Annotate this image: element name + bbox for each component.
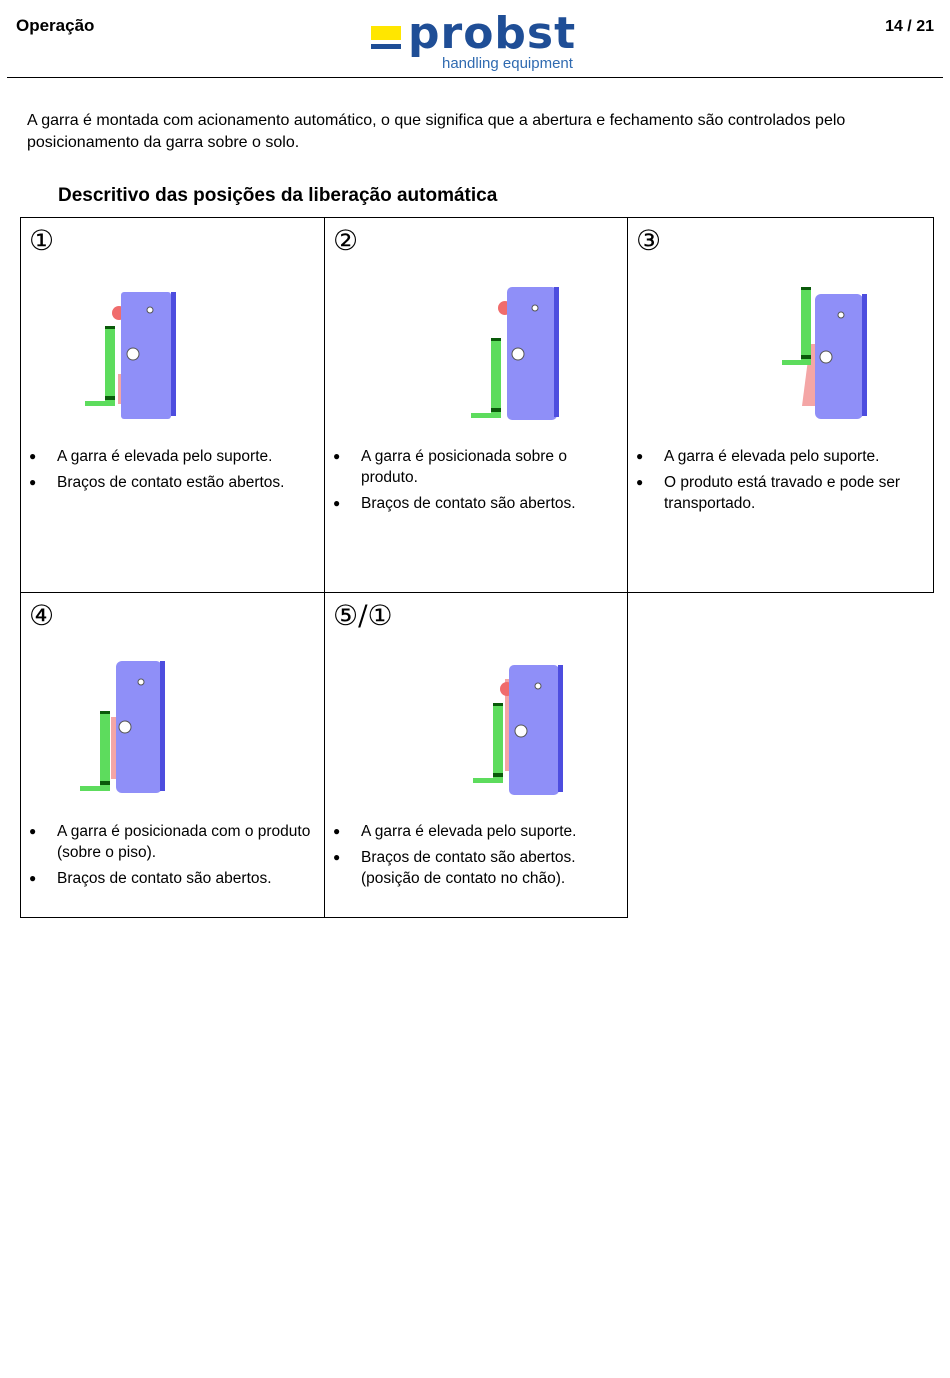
gripper-edge — [558, 665, 563, 792]
contact-arm-foot — [471, 413, 501, 418]
gripper-edge — [160, 661, 165, 791]
gripper-edge — [862, 294, 867, 416]
gripper-diagram-4 — [80, 661, 165, 793]
bullet-item: A garra é elevada pelo suporte. — [331, 821, 616, 842]
contact-arm-foot — [473, 778, 503, 783]
step-number: ① — [29, 224, 55, 257]
contact-arm-foot — [85, 401, 115, 406]
contact-arm-vertical — [105, 326, 115, 402]
step-bullets: A garra é elevada pelo suporte. O produt… — [634, 446, 919, 519]
step-number: ② — [333, 224, 359, 257]
gripper-body — [121, 292, 171, 419]
step-bullets: A garra é posicionada com o produto (sob… — [27, 821, 312, 894]
gripper-body — [509, 665, 559, 795]
contact-arm-foot — [782, 360, 811, 365]
contact-arm-vertical — [100, 711, 110, 787]
contact-arm-joint — [493, 703, 503, 706]
pivot-large — [118, 720, 132, 734]
bullet-item: A garra é posicionada com o produto (sob… — [27, 821, 312, 863]
bullet-item: Braços de contato são abertos. — [331, 493, 616, 514]
contact-arm-foot — [80, 786, 110, 791]
step-cell-3: ③ A garra é elevada pelo suporte. O prod… — [627, 217, 934, 593]
page-number: 14 / 21 — [885, 18, 934, 35]
gripper-body — [507, 287, 557, 420]
gripper-edge — [554, 287, 559, 417]
bullet-item: A garra é posicionada sobre o produto. — [331, 446, 616, 488]
section-title: Operação — [16, 16, 95, 35]
contact-arm-vertical — [493, 703, 503, 779]
gripper-diagram-3 — [782, 287, 867, 419]
pivot-small — [534, 682, 542, 690]
contact-arm-joint — [493, 773, 503, 777]
pivot-small — [137, 678, 145, 686]
contact-arm-joint — [801, 287, 811, 290]
gripper-edge — [171, 292, 176, 416]
step-cell-4: ④ A garra é posicionada com o produto (s… — [20, 592, 325, 918]
contact-arm-joint — [100, 781, 110, 785]
header-divider — [7, 77, 943, 78]
pivot-large — [126, 347, 140, 361]
logo-yellow-bar — [371, 26, 401, 40]
gripper-body — [116, 661, 162, 793]
step-number: ⑤/① — [333, 599, 393, 632]
pivot-large — [511, 347, 525, 361]
bullet-item: A garra é elevada pelo suporte. — [634, 446, 919, 467]
step-bullets: A garra é elevada pelo suporte. Braços d… — [27, 446, 312, 498]
contact-arm-joint — [801, 355, 811, 359]
pivot-large — [514, 724, 528, 738]
step-cell-1: ① A garra é elevada pelo suporte. Braços… — [20, 217, 325, 593]
contact-arm-joint — [105, 326, 115, 329]
bullet-item: Braços de contato são abertos. (posição … — [331, 847, 616, 889]
gripper-diagram-5 — [473, 665, 563, 795]
step-cell-5: ⑤/① A garra é elevada pelo suporte. Braç… — [324, 592, 628, 918]
contact-arm-joint — [105, 396, 115, 400]
pivot-large — [819, 350, 833, 364]
logo-blue-bar — [371, 44, 401, 49]
intro-paragraph: A garra é montada com acionamento automá… — [27, 112, 846, 151]
contact-arm-vertical — [801, 287, 811, 361]
step-bullets: A garra é elevada pelo suporte. Braços d… — [331, 821, 616, 894]
pivot-small — [531, 304, 539, 312]
step-cell-2: ② A garra é posicionada sobre o produto.… — [324, 217, 628, 593]
section-heading: Descritivo das posições da liberação aut… — [58, 185, 498, 206]
pivot-small — [837, 311, 845, 319]
step-number: ③ — [636, 224, 662, 257]
probst-logo: probst handling equipment — [368, 8, 588, 76]
contact-arm-joint — [491, 338, 501, 341]
bullet-item: Braços de contato são abertos. — [27, 868, 312, 889]
contact-arm-joint — [100, 711, 110, 714]
logo-wordmark: probst — [408, 8, 577, 59]
step-bullets: A garra é posicionada sobre o produto. B… — [331, 446, 616, 519]
step-number: ④ — [29, 599, 55, 632]
contact-arm-vertical — [491, 338, 501, 414]
bullet-item: A garra é elevada pelo suporte. — [27, 446, 312, 467]
bullet-item: Braços de contato estão abertos. — [27, 472, 312, 493]
bullet-item: O produto está travado e pode ser transp… — [634, 472, 919, 514]
gripper-body — [815, 294, 863, 419]
pivot-small — [146, 306, 154, 314]
contact-arm-joint — [491, 408, 501, 412]
logo-tagline: handling equipment — [442, 55, 573, 72]
gripper-diagram-2 — [471, 287, 559, 420]
gripper-diagram-1 — [85, 292, 176, 419]
